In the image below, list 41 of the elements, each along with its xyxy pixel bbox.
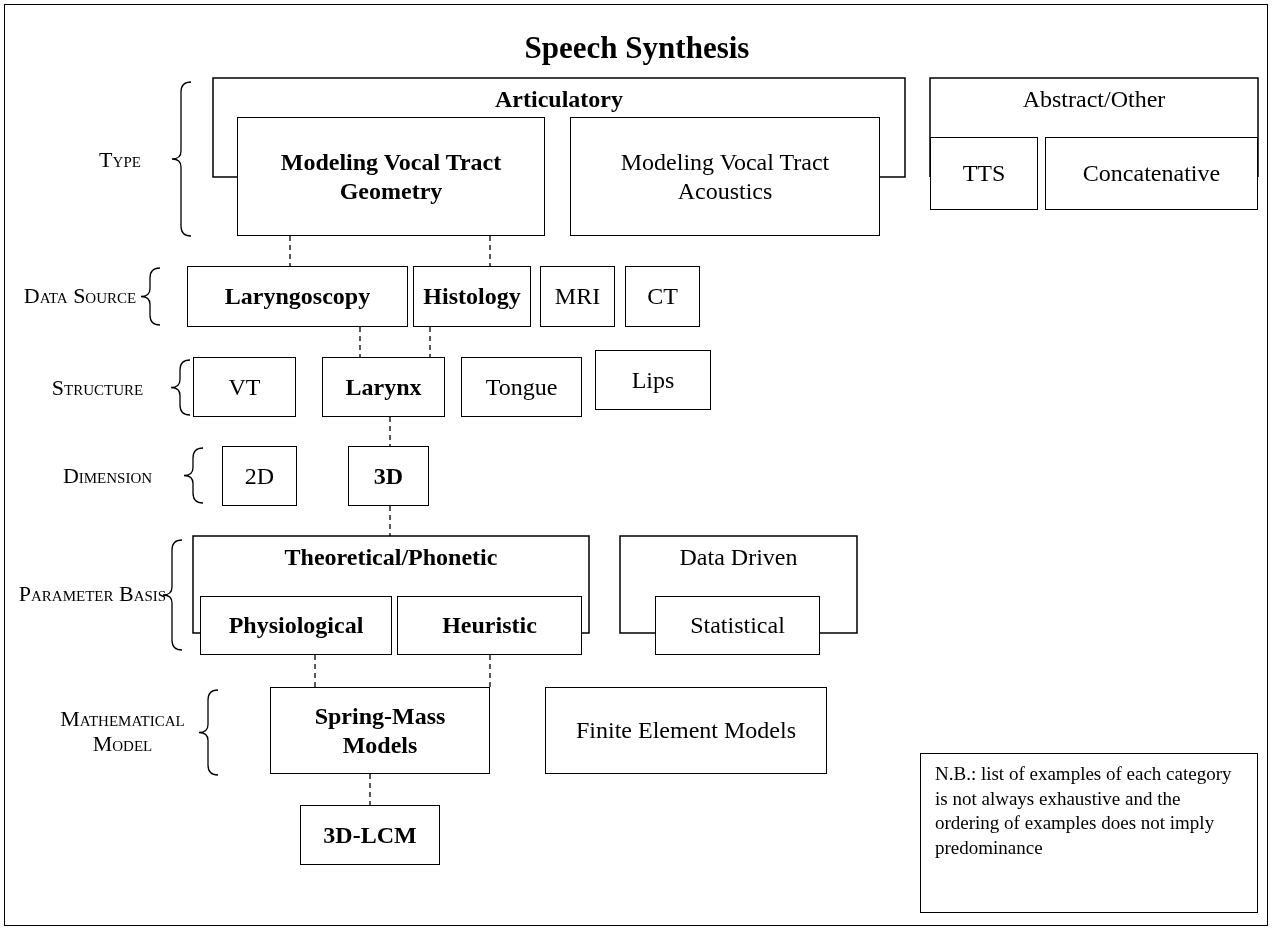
dashed-connector: [359, 326, 361, 358]
category-box: Tongue: [461, 357, 582, 417]
group-bracket-box: Articulatory Modeling Vocal Tract Geometry Modeling Vocal Tract Acoustics: [213, 78, 905, 236]
category-box: Concatenative: [1045, 137, 1258, 210]
category-box: Laryngoscopy: [187, 266, 408, 327]
category-box: Modeling Vocal Tract Geometry: [237, 117, 545, 236]
category-box: 3D-LCM: [300, 805, 440, 865]
group-bracket-box: Abstract/Other TTS Concatenative: [930, 78, 1258, 210]
dashed-connector: [369, 773, 371, 806]
category-box: TTS: [930, 137, 1038, 210]
category-label: Mathematical Model: [59, 705, 186, 757]
category-box: CT: [625, 266, 700, 327]
category-box: Histology: [413, 266, 531, 327]
dashed-connector: [389, 505, 391, 537]
dashed-connector: [314, 654, 316, 688]
category-box: Larynx: [322, 357, 445, 417]
group-bracket-box: Data Driven Statistical: [620, 536, 857, 655]
category-box: Spring-Mass Models: [270, 687, 490, 774]
diagram-title: Speech Synthesis: [523, 30, 751, 66]
category-box: VT: [193, 357, 296, 417]
dashed-connector: [489, 654, 491, 688]
group-bracket-box: Theoretical/Phonetic Physiological Heuristic: [193, 536, 589, 655]
category-label: Structure: [50, 375, 145, 401]
dashed-connector: [489, 235, 491, 267]
category-box: Heuristic: [397, 596, 582, 655]
category-box: Finite Element Models: [545, 687, 827, 774]
category-box: Statistical: [655, 596, 820, 655]
category-label: Parameter Basis: [17, 581, 168, 607]
category-box: 3D: [348, 446, 429, 506]
category-box: MRI: [540, 266, 615, 327]
note-box: N.B.: list of examples of each category is not always exhaustive and the ordering of examples does not imply predominance: [920, 753, 1258, 913]
dashed-connector: [429, 326, 431, 358]
category-box: Physiological: [200, 596, 392, 655]
dashed-connector: [389, 416, 391, 447]
dashed-connector: [289, 235, 291, 267]
category-box: 2D: [222, 446, 297, 506]
category-label: Type: [98, 147, 142, 173]
category-box: Modeling Vocal Tract Acoustics: [570, 117, 880, 236]
category-label: Dimension: [61, 463, 154, 489]
category-box: Lips: [595, 350, 711, 410]
category-label: Data Source: [22, 283, 138, 309]
